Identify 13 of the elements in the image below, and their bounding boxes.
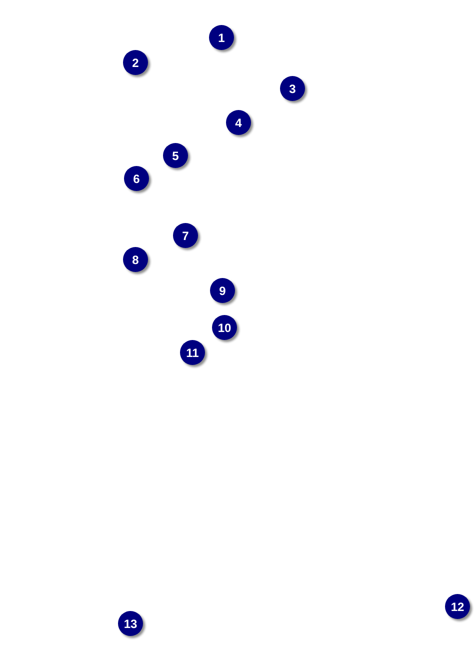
callout-number: 7 <box>173 223 198 248</box>
callout-number: 3 <box>280 76 305 101</box>
callout-number: 8 <box>123 247 148 272</box>
callout-number: 2 <box>123 50 148 75</box>
callout-number: 12 <box>445 594 470 619</box>
callout-number: 1 <box>209 25 234 50</box>
callout-number: 13 <box>118 611 143 636</box>
callout-number: 4 <box>226 110 251 135</box>
callout-number: 6 <box>124 166 149 191</box>
callout-number: 11 <box>180 340 205 365</box>
callout-number: 5 <box>163 143 188 168</box>
callout-number: 10 <box>212 315 237 340</box>
callout-number: 9 <box>210 278 235 303</box>
